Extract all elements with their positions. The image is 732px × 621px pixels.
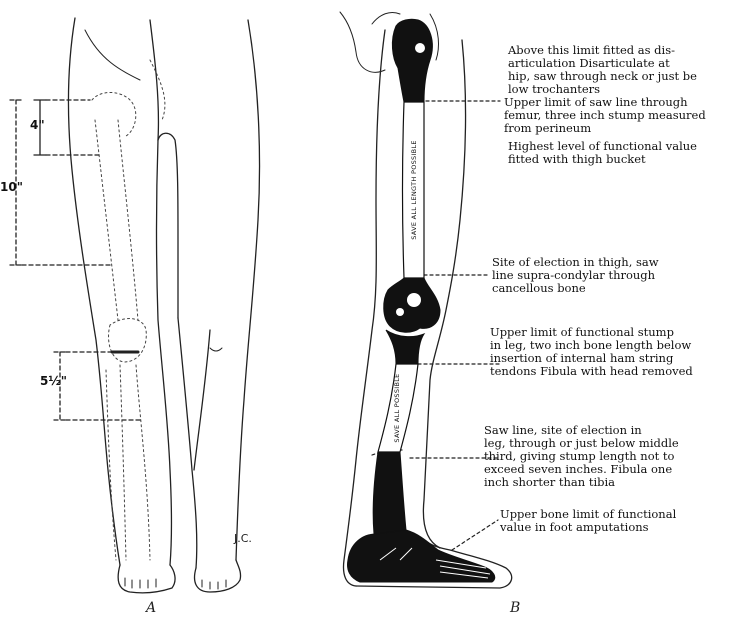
annotation-highest-level: Highest level of functional value fitted… — [508, 140, 697, 166]
tibia-upper — [386, 330, 424, 364]
panel-b-label: B — [510, 600, 520, 616]
annotation-upper-limit-leg: Upper limit of functional stump in leg, … — [490, 326, 693, 378]
signature: J.C. — [234, 532, 252, 545]
stump-outline — [158, 133, 178, 318]
panel-a-label: A — [146, 600, 156, 616]
femur-shaft-text: SAVE ALL LENGTH POSSIBLE — [410, 130, 418, 250]
tibia-lower — [373, 452, 406, 534]
measure-5in-label: 5½" — [40, 374, 67, 388]
pointer-upper-bone-foot — [452, 520, 498, 550]
foot-a-left — [118, 565, 175, 593]
annotation-saw-line-leg: Saw line, site of election in leg, throu… — [484, 424, 679, 489]
femur-head — [392, 19, 432, 102]
annotation-site-thigh: Site of election in thigh, saw line supr… — [492, 256, 659, 295]
tibia-shaft-text: SAVE ALL POSSIBLE — [393, 363, 401, 453]
annotation-upper-limit-femur: Upper limit of saw line through femur, t… — [504, 96, 706, 135]
leg-a-right-outline — [236, 20, 260, 560]
measure-4in-label: 4" — [30, 118, 45, 132]
leg-a-outline-inner — [157, 140, 172, 565]
measure-10in-label: 10" — [0, 180, 23, 194]
annotation-upper-bone-foot: Upper bone limit of functional value in … — [500, 508, 676, 534]
annotation-above-limit: Above this limit fitted as dis- articula… — [508, 44, 697, 96]
